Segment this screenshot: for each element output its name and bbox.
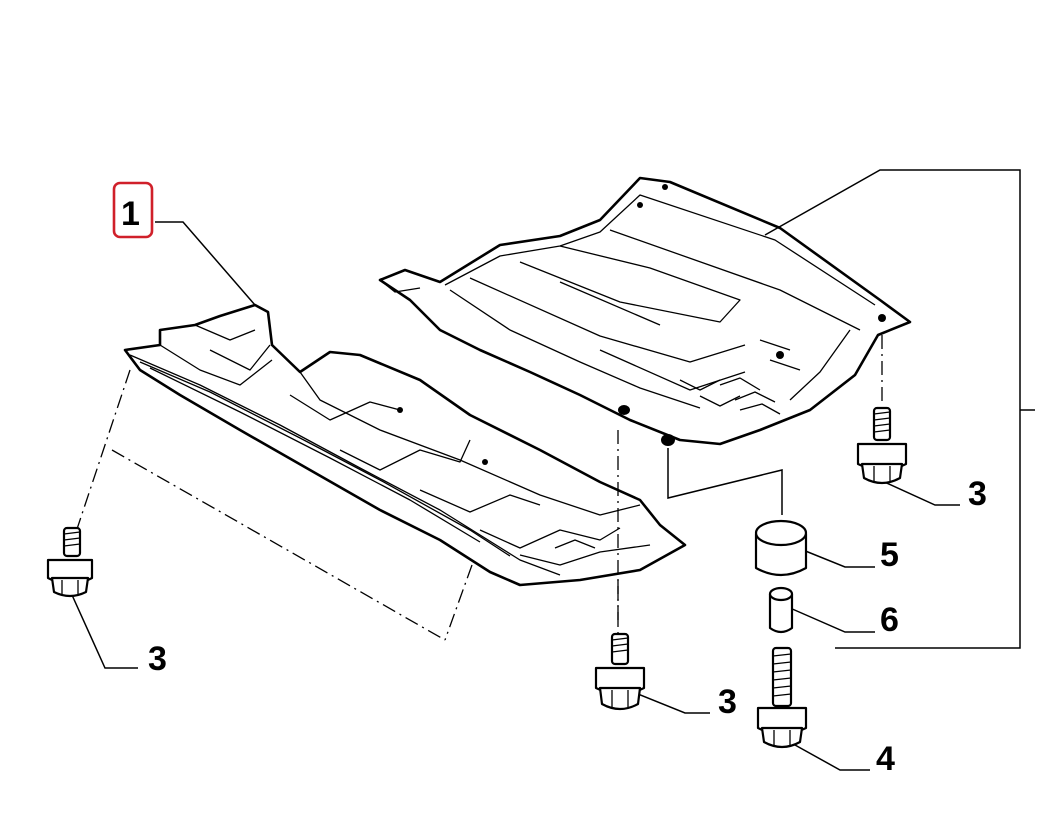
bolt-left bbox=[46, 526, 94, 598]
callout-1-highlight bbox=[112, 181, 154, 239]
leader-lines bbox=[71, 169, 1035, 771]
callout-6: 6 bbox=[880, 601, 899, 639]
bolt-middle bbox=[594, 632, 646, 711]
callout-3-left: 3 bbox=[148, 640, 167, 678]
rear-underbody-shield bbox=[378, 176, 912, 446]
rubber-spacer bbox=[754, 519, 808, 577]
callout-3-right: 3 bbox=[968, 475, 987, 513]
bolt-long bbox=[756, 646, 808, 749]
front-underbody-shield bbox=[123, 303, 687, 587]
callout-4: 4 bbox=[876, 740, 895, 778]
callout-5: 5 bbox=[880, 536, 899, 574]
callout-1: 1 bbox=[121, 195, 140, 233]
callout-3-middle: 3 bbox=[718, 683, 737, 721]
sleeve-pin bbox=[768, 586, 794, 634]
bolt-right bbox=[856, 406, 908, 485]
